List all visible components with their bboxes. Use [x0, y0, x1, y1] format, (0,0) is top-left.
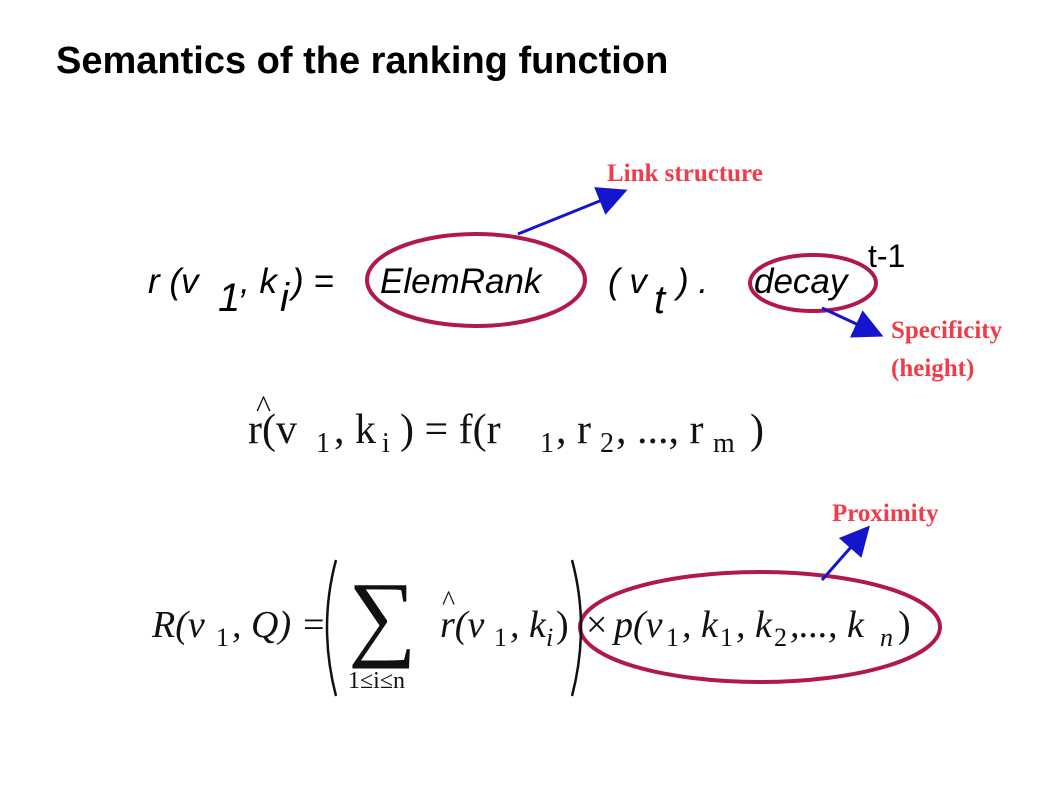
eq2-mid: , k	[334, 407, 376, 453]
eq2-r-sub1: 1	[540, 428, 554, 459]
eq1-paren-v: ( v	[608, 262, 647, 301]
eq3-rhat-subi: i	[546, 623, 554, 652]
eq3-p-sub1: 1	[666, 623, 679, 652]
link-structure-arrow	[517, 187, 628, 236]
eq3-R-Q: , Q) =	[232, 604, 327, 646]
eq3-rhat: r(v	[440, 604, 485, 646]
eq3-p-k2-sub: 2	[774, 623, 787, 652]
decay-ellipse	[748, 253, 878, 313]
eq3-p: p(v	[614, 604, 663, 646]
eq1-subscript-t: t	[654, 278, 666, 322]
eq2-f: ) = f(r	[400, 407, 501, 453]
eq2-r-sub2: 2	[600, 428, 614, 459]
eq2-r-close: )	[750, 407, 764, 453]
eq3-sigma: ∑	[348, 562, 417, 669]
eq3-p-kn-sub: n	[880, 623, 893, 652]
height-label: (height)	[891, 355, 975, 382]
eq1-subscript-1: 1	[218, 276, 241, 320]
eq3-p-close: )	[898, 604, 911, 646]
specificity-label: Specificity	[891, 317, 1003, 344]
eq1-elemrank: ElemRank	[380, 262, 542, 301]
proximity-label: Proximity	[832, 500, 939, 527]
eq2-hat: ^	[256, 388, 272, 424]
eq1-subscript-i: i	[280, 276, 289, 320]
eq2-r-mid2: , ..., r	[616, 407, 704, 453]
eq1-exponent: t-1	[868, 238, 906, 274]
eq3-p-k2: , k	[736, 604, 772, 646]
right-big-paren	[570, 559, 583, 697]
eq2-lhs: r(v	[248, 407, 297, 453]
left-big-paren	[325, 559, 338, 697]
eq3-rhat-hat: ^	[442, 586, 456, 617]
eq1-close-dot: ) .	[677, 262, 709, 301]
slide-title: Semantics of the ranking function	[56, 40, 669, 82]
elemrank-ellipse	[365, 232, 587, 328]
eq3-rhat-sub1: 1	[494, 623, 507, 652]
eq3-times: ×	[586, 604, 608, 646]
eq2-r-subm: m	[713, 428, 735, 459]
eq1-close-equals: ) =	[292, 262, 334, 301]
proximity-arrow	[820, 525, 870, 581]
eq3-rhat-k: , k	[510, 604, 546, 646]
eq1-comma-k: , k	[240, 262, 277, 301]
eq2-sub-i: i	[382, 428, 390, 459]
eq3-R: R(v	[152, 604, 205, 646]
eq3-p-dots: ,..., k	[790, 604, 864, 646]
specificity-arrow	[821, 306, 884, 338]
eq2-sub-1: 1	[316, 428, 330, 459]
proximity-ellipse	[578, 570, 942, 684]
link-structure-label: Link structure	[607, 160, 763, 187]
eq3-R-sub1: 1	[216, 623, 229, 652]
eq3-p-k1-sub: 1	[720, 623, 733, 652]
eq3-sum-range: 1≤i≤n	[348, 668, 406, 694]
eq1-decay: decay	[754, 262, 848, 301]
eq2-r-mid: , r	[556, 407, 591, 453]
eq1-r-open: r (v	[148, 262, 199, 301]
eq3-p-k1: , k	[682, 604, 718, 646]
eq3-rhat-close: )	[556, 604, 569, 646]
